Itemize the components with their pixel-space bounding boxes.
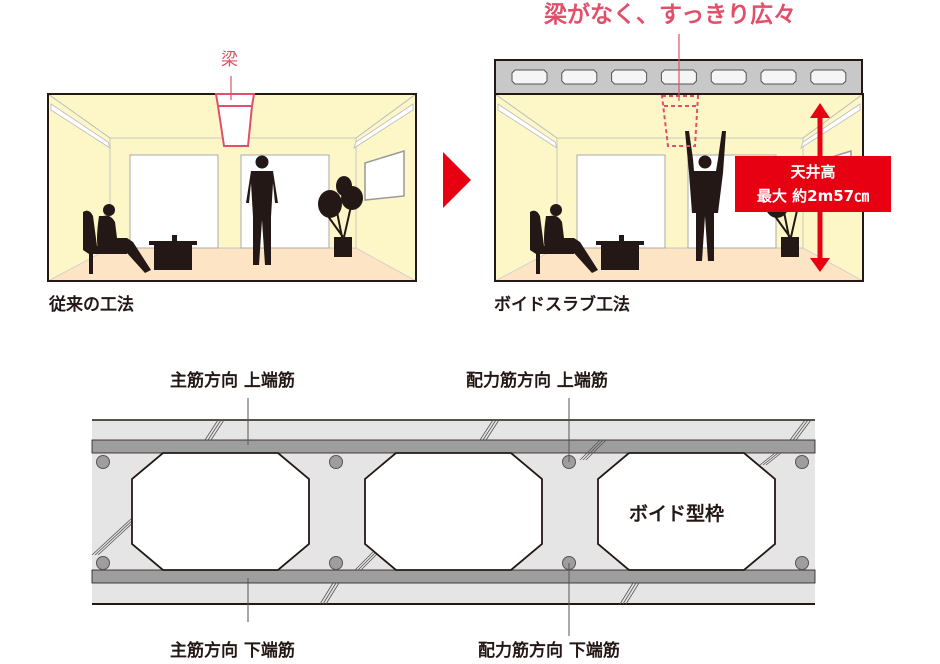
man-silhouette [698,155,712,169]
window [576,154,666,249]
distribution-bottom-rebar-label: 配力筋方向 下端筋 [478,641,620,661]
arrow-down-icon [810,258,830,272]
section-break-mark [207,419,222,441]
section-break-mark [625,582,640,605]
section-break-mark [762,452,779,466]
section-break-mark [585,439,607,461]
void-form [597,452,776,571]
top-main-rebar [91,439,816,454]
top-distribution-rebar [96,455,110,469]
plant-pot [781,237,799,257]
section-break-mark [795,419,812,441]
window [129,154,219,249]
coffee-table [154,244,192,270]
headline: 梁がなく、すっきり広々 [544,2,797,28]
man-silhouette-arms-raised [685,131,726,261]
removed-beam-outline [660,95,700,147]
top-distribution-rebar [329,455,343,469]
bottom-distribution-rebar [795,556,809,570]
conventional-room [47,93,417,282]
woman-silhouette [544,215,598,273]
cup-icon [619,235,624,241]
section-break-mark [210,419,225,441]
slab-void [710,69,747,85]
bottom-main-rebar [91,569,816,584]
section-break-mark [479,419,494,441]
man-silhouette [246,171,278,265]
man-silhouette [255,155,269,169]
coffee-table [601,244,639,270]
slab-void [810,69,847,85]
crown-molding [353,103,414,149]
section-break-mark [579,439,601,461]
distribution-top-rebar-label: 配力筋方向 上端筋 [466,371,608,391]
woman-silhouette [97,215,151,273]
ceiling-edge [355,93,417,139]
section-break-mark [204,419,219,441]
section-break-mark [792,419,809,441]
plant-leaf [336,176,352,196]
slab-void [511,69,548,85]
void-form [364,452,543,571]
section-break-mark [94,517,136,556]
section-break-mark [357,549,379,571]
ceiling-height-value: 最大 約2m57㎝ [756,187,870,205]
next-arrow-icon [443,152,471,208]
section-break-mark [325,582,340,605]
bottom-distribution-rebar [96,556,110,570]
section-break-mark [91,517,133,556]
ceiling-edge [802,93,864,139]
slab-void [611,69,648,85]
section-break-mark [322,582,337,605]
section-break-mark [354,549,376,571]
plant-leaf [318,190,342,218]
slab-void [561,69,598,85]
main-top-rebar-label: 主筋方向 上端筋 [170,371,295,391]
section-break-mark [619,582,634,605]
section-break-mark [789,419,806,441]
coffee-table [596,241,644,245]
section-break-mark [485,419,500,441]
cup-icon [172,235,177,241]
section-break-mark [319,582,334,605]
void-form-label: ボイド型枠 [629,503,725,525]
woman-silhouette [550,204,562,216]
section-break-mark [582,439,604,461]
slab-void [760,69,797,85]
void-slab-method-label: ボイドスラブ工法 [494,295,630,315]
beam-label: 梁 [221,50,238,70]
conventional-method-label: 従来の工法 [49,295,134,315]
wall-picture [364,149,405,201]
section-break-mark [622,582,637,605]
main-bottom-rebar-label: 主筋方向 下端筋 [170,641,295,661]
slab-cross-section [91,398,816,636]
section-break-mark [759,452,776,466]
chair-icon [83,210,127,274]
coffee-table [149,241,197,245]
crown-molding [50,103,111,149]
ceiling-edge [47,93,111,139]
crown-molding [497,103,558,149]
ceiling-height-badge: 天井高 最大 約2m57㎝ [735,156,891,212]
section-break-mark [482,419,497,441]
plant-pot [334,237,352,257]
chair-icon [530,210,574,274]
section-break-mark [765,452,782,466]
ceiling-height-title: 天井高 [790,163,836,181]
arrow-up-icon [810,103,830,118]
top-distribution-rebar [795,455,809,469]
woman-silhouette [103,204,115,216]
ceiling-edge [494,93,558,139]
void-form [131,452,310,571]
bottom-distribution-rebar [329,556,343,570]
